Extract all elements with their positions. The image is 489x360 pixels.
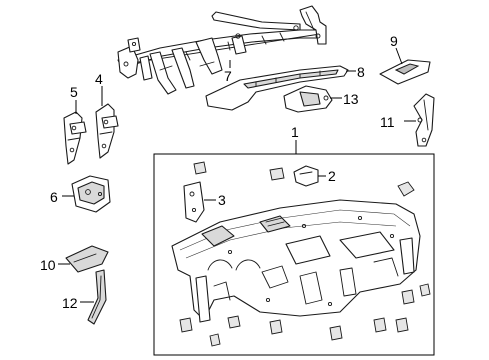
callout-1: 1 [291, 124, 299, 140]
part-6-bracket [71, 175, 111, 213]
part-5-bracket [63, 111, 87, 165]
part-11-side-bracket [413, 93, 435, 147]
part-10-panel [65, 245, 109, 273]
part-9-cover [379, 59, 431, 85]
part-1-assembly-frame [153, 153, 435, 356]
callout-12: 12 [62, 295, 78, 311]
part-13-cover [283, 85, 333, 113]
part-12-strip [87, 269, 107, 325]
callout-11: 11 [380, 114, 395, 130]
callout-6: 6 [50, 189, 58, 205]
clip-group-top [193, 161, 415, 197]
part-3-bracket [183, 181, 205, 223]
callout-5: 5 [70, 84, 78, 100]
clip-group-bottom [179, 283, 431, 347]
callout-9: 9 [390, 33, 398, 49]
callout-4: 4 [95, 71, 103, 87]
callout-13: 13 [343, 91, 359, 107]
part-7-reinforcement-beam [117, 5, 327, 95]
callout-2: 2 [328, 168, 336, 184]
part-4-bracket [95, 103, 119, 159]
callout-8: 8 [357, 64, 365, 80]
callout-7: 7 [224, 68, 232, 84]
callout-10: 10 [40, 257, 56, 273]
instrument-panel-main [171, 199, 421, 323]
part-2-bracket [293, 165, 319, 187]
part-8-defroster-nozzle [205, 65, 349, 111]
callout-3: 3 [218, 192, 226, 208]
